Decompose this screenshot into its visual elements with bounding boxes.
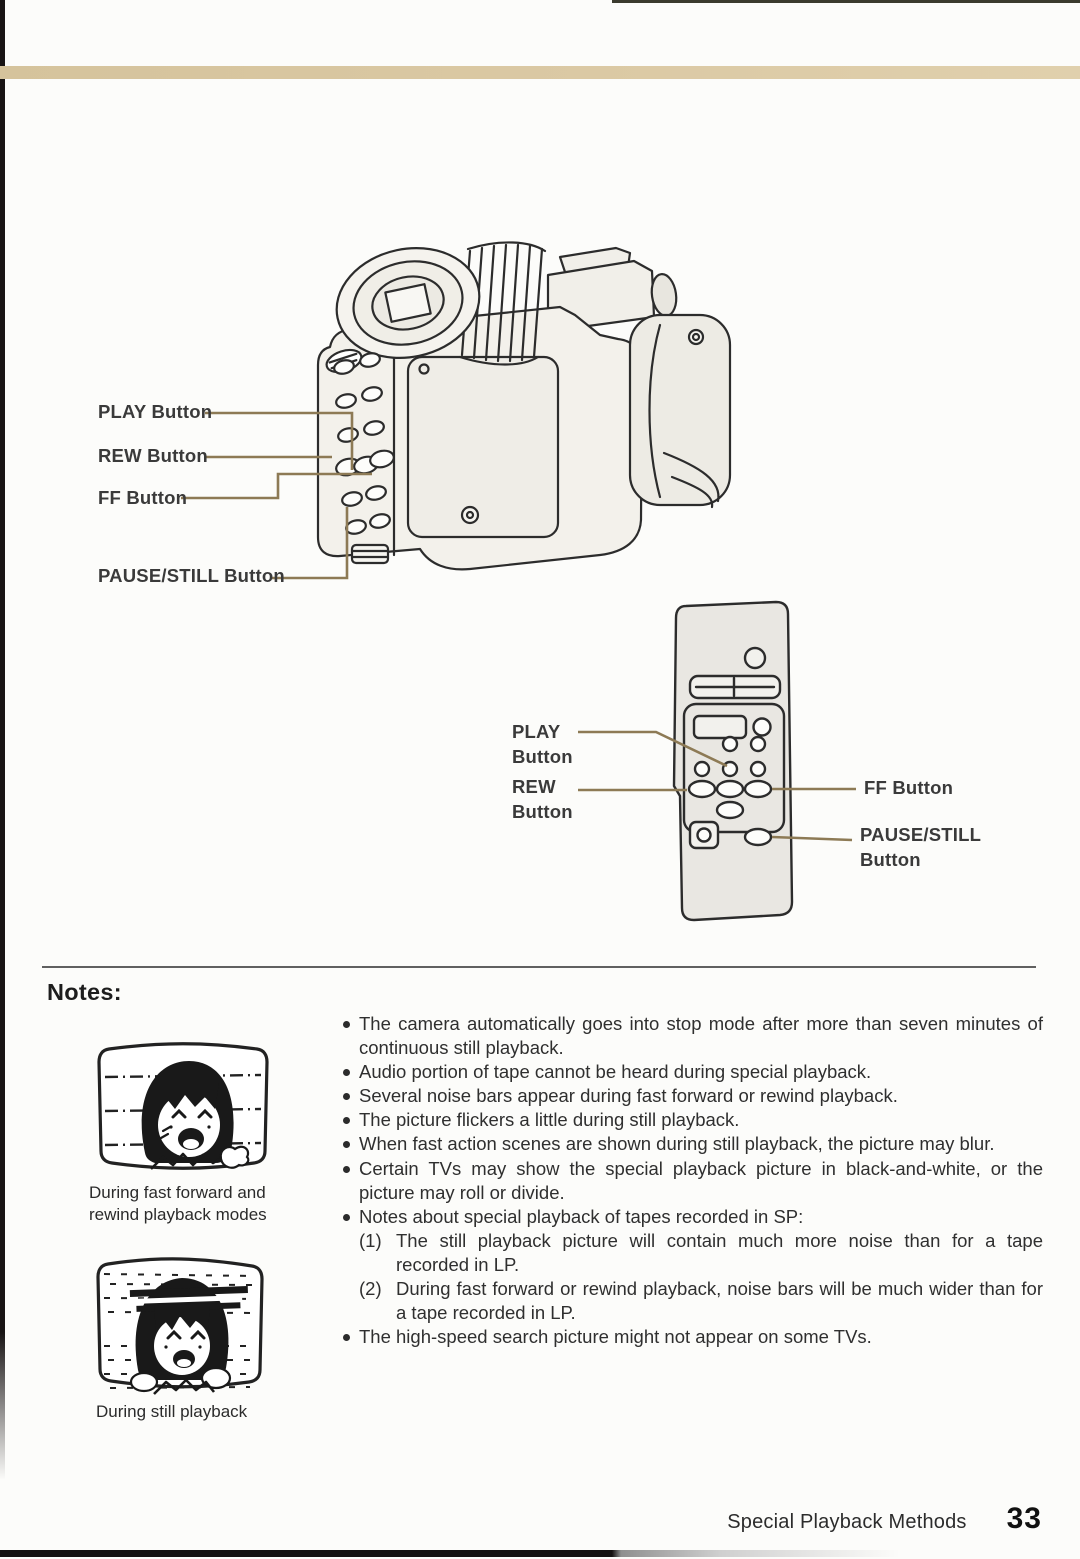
camcorder-pause-still-label: PAUSE/STILL Button [98,565,285,586]
note-text: Certain TVs may show the special playbac… [359,1157,1043,1203]
notes-divider [42,966,1036,968]
scan-edge-left [0,0,5,1480]
remote-play-label: PLAY Button [512,719,573,769]
camcorder-ff-label: FF Button [98,487,188,508]
note-text: The high-speed search picture might not … [359,1326,872,1348]
remote-leader-lines [578,730,856,842]
notes-list: The camera automatically goes into stop … [341,1012,1043,1349]
scan-edge-bottom [0,1550,900,1557]
note-subitem-number: (1) [359,1229,382,1251]
remote-pause-still-label: PAUSE/STILL Button [860,822,981,872]
note-text: Notes about special playback of tapes re… [359,1205,804,1227]
note-item: Several noise bars appear during fast fo… [341,1084,1043,1108]
note-subitem: (1) The still playback picture will cont… [359,1229,1043,1277]
note-item: The picture flickers a little during sti… [341,1108,1043,1132]
note-text: When fast action scenes are shown during… [359,1133,995,1155]
remote-ff-label: FF Button [864,777,954,798]
note-subitem-text: During fast forward or rewind playback, … [396,1278,1043,1324]
remote-rew-label: REW Button [512,774,573,824]
tv-fast-forward-illustration [97,1042,269,1170]
remote-pause-still-label-line1: PAUSE/STILL [860,824,982,845]
note-subitem-text: The still playback picture will contain … [396,1229,1043,1275]
note-text: Audio portion of tape cannot be heard du… [359,1061,872,1083]
scan-edge-top [612,0,1080,3]
tv-still-playback-illustration [96,1257,264,1395]
note-item: Audio portion of tape cannot be heard du… [341,1060,1043,1084]
note-subitem: (2) During fast forward or rewind playba… [359,1277,1043,1325]
caption-fast-forward-line1: During fast forward and [89,1183,266,1202]
remote-rew-label-line2: Button [512,801,573,822]
footer-page-number: 33 [1006,1502,1042,1535]
tan-divider-bar [0,66,1080,79]
note-text: The camera automatically goes into stop … [359,1013,1043,1059]
note-item: Notes about special playback of tapes re… [341,1205,1043,1325]
caption-fast-forward-line2: rewind playback modes [89,1204,267,1224]
note-item: The high-speed search picture might not … [341,1325,1043,1349]
note-text: Several noise bars appear during fast fo… [359,1085,898,1107]
footer-section-title: Special Playback Methods [727,1511,967,1533]
remote-illustration [578,600,856,922]
camcorder-play-label: PLAY Button [98,401,213,422]
remote-rew-label-line1: REW [512,776,556,797]
note-subitem-number: (2) [359,1278,382,1300]
camcorder-rew-label: REW Button [98,445,208,466]
remote-play-label-line2: Button [512,746,573,767]
notes-heading: Notes: [47,979,122,1005]
caption-still-playback: During still playback [96,1402,248,1421]
remote-pause-still-label-line2: Button [860,849,921,870]
note-text: The picture flickers a little during sti… [359,1109,740,1131]
note-item: When fast action scenes are shown during… [341,1132,1043,1156]
camcorder-illustration [181,241,732,580]
footer: Special Playback Methods 33 [727,1502,1042,1536]
note-item: The camera automatically goes into stop … [341,1012,1043,1060]
note-item: Certain TVs may show the special playbac… [341,1157,1043,1205]
camcorder-leader-lines [181,411,372,580]
remote-play-label-line1: PLAY [512,721,561,742]
caption-fast-forward: During fast forward and rewind playback … [89,1182,267,1225]
